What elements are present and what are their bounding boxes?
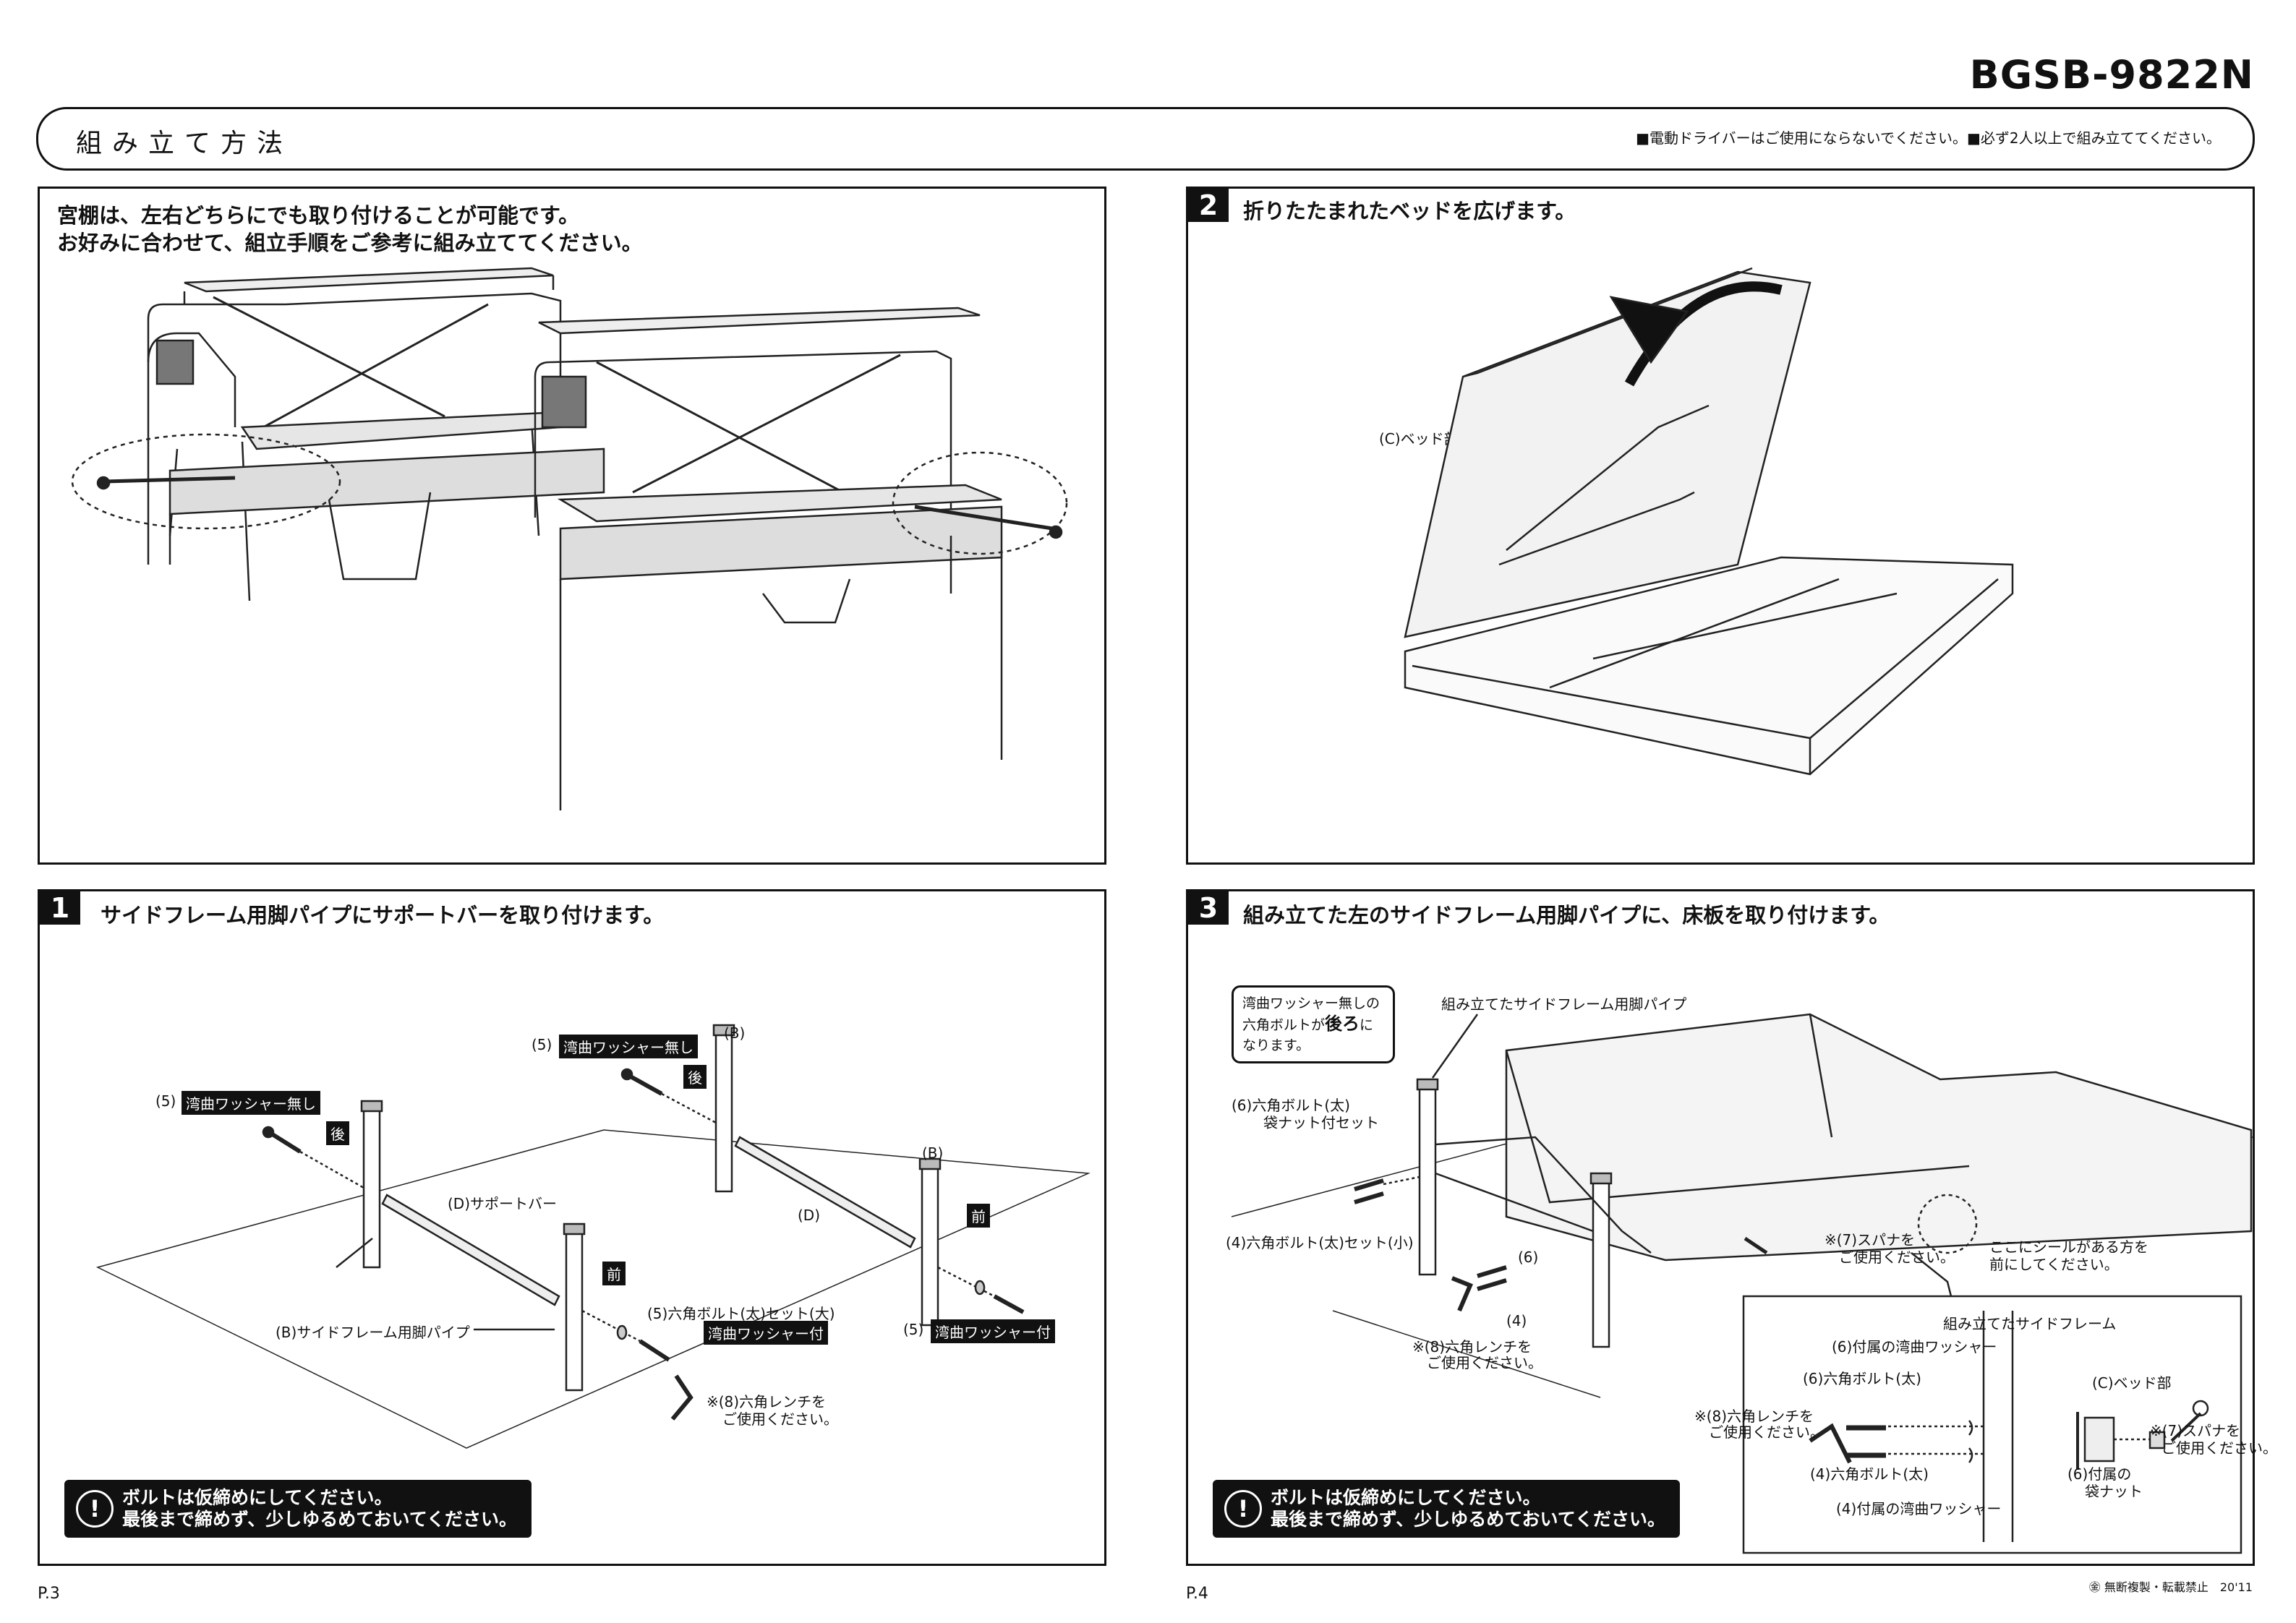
shelf-bed-illustration: [40, 189, 1104, 862]
model-number: BGSB-9822N: [1969, 52, 2254, 98]
exclamation-icon: !: [1224, 1490, 1262, 1528]
s3-detail-wrench2: ご使用ください。: [1709, 1423, 1825, 1441]
title-bar: 組み立て方法 ■電動ドライバーはご使用にならないでください。■必ず2人以上で組み…: [36, 107, 2255, 171]
s1-washer-with-prefix: (5): [903, 1321, 924, 1338]
s3-detail-bed: (C)ベッド部: [2092, 1374, 2172, 1392]
step1-title: サイドフレーム用脚パイプにサポートバーを取り付けます。: [101, 903, 665, 928]
s1-warning-line2: 最後まで締めず、少しゆるめておいてください。: [122, 1509, 518, 1530]
step1-number: 1: [40, 891, 80, 925]
page-number-right: P.4: [1186, 1585, 1208, 1603]
copyright: ㊎ 無断複製・転載禁止 20'11: [2088, 1580, 2253, 1594]
s3-detail-nut2: 袋ナット: [2085, 1483, 2143, 1500]
step2-title: 折りたたまれたベッドを広げます。: [1243, 199, 1576, 223]
s3-detail-spanner2: ご使用ください。: [2161, 1439, 2277, 1457]
intro-line2: お好みに合わせて、組立手順をご参考に組み立ててください。: [57, 231, 643, 255]
step3-number: 3: [1188, 891, 1229, 925]
s3-warning-line2: 最後まで締めず、少しゆるめておいてください。: [1271, 1509, 1666, 1530]
step1-panel: 1 サイドフレーム用脚パイプにサポートバーを取り付けます。: [38, 889, 1106, 1566]
s1-back-tag-left: 後: [326, 1121, 349, 1145]
intro-line1: 宮棚は、左右どちらにでも取り付けることが可能です。: [57, 203, 580, 228]
s3-wrench-note: ※(8)六角レンチを: [1412, 1338, 1532, 1356]
s3-detail-bolt4: (4)六角ボルト(太): [1810, 1465, 1929, 1483]
s3-spanner-note2: ご使用ください。: [1839, 1249, 1955, 1266]
s1-wrench-note2: ご使用ください。: [722, 1410, 838, 1428]
s3-assembled-leg-label: 組み立てたサイドフレーム用脚パイプ: [1441, 995, 1687, 1013]
s3-six-label: (6): [1518, 1249, 1539, 1266]
s3-bolt-set-nut2: 袋ナット付セット: [1263, 1114, 1379, 1131]
s3-warning-line1: ボルトは仮締めにしてください。: [1271, 1487, 1541, 1508]
step3-title: 組み立てた左のサイドフレーム用脚パイプに、床板を取り付けます。: [1243, 903, 1890, 928]
s1-d-label: (D): [798, 1207, 821, 1224]
s3-callout: 湾曲ワッシャー無しの 六角ボルトが後ろに なります。: [1232, 985, 1395, 1063]
s3-seal-note2: 前にしてください。: [1989, 1256, 2119, 1273]
s1-back-washer-tag: 湾曲ワッシャー無し: [182, 1091, 320, 1115]
s1-back-washer-tag2: 湾曲ワッシャー無し: [559, 1035, 698, 1058]
intro-panel: 宮棚は、左右どちらにでも取り付けることが可能です。 お好みに合わせて、組立手順を…: [38, 187, 1106, 865]
step3-panel: 3 組み立てた左のサイドフレーム用脚パイプに、床板を取り付けます。: [1186, 889, 2277, 1566]
header-warning: ■電動ドライバーはご使用にならないでください。■必ず2人以上で組み立ててください…: [1636, 129, 2221, 147]
s1-warning-line1: ボルトは仮締めにしてください。: [122, 1487, 393, 1508]
s3-detail-nut: (6)付属の: [2067, 1465, 2132, 1483]
s1-support-bar-label: (D)サポートバー: [448, 1195, 558, 1212]
exclamation-icon: !: [76, 1490, 114, 1528]
s3-callout-line2: 六角ボルトが後ろに: [1242, 1014, 1374, 1034]
step2-number: 2: [1188, 189, 1229, 222]
step3-illustration: [1188, 891, 2253, 1564]
s1-back-tag-center: 後: [683, 1065, 707, 1089]
s1-back-washer-prefix: (5): [155, 1092, 176, 1110]
s1-b-right: (B): [922, 1144, 944, 1162]
s1-back-washer-prefix2: (5): [532, 1036, 552, 1053]
bed-left-drawing: [72, 268, 604, 601]
page-number-left: P.3: [38, 1585, 60, 1603]
unfolding-bed-illustration: [1188, 189, 2253, 862]
s1-warning-box: ! ボルトは仮締めにしてください。 最後まで締めず、少しゆるめておいてください。: [64, 1480, 532, 1538]
s1-washer-with-tag: 湾曲ワッシャー付: [704, 1321, 828, 1345]
s1-leg-pipe-label: (B)サイドフレーム用脚パイプ: [276, 1324, 470, 1341]
bed-part-label: (C)ベッド部: [1379, 430, 1459, 447]
s3-four-label: (4): [1506, 1312, 1527, 1329]
s1-front-tag-right: 前: [967, 1204, 990, 1228]
s3-seal-note: ここにシールがある方を: [1989, 1238, 2148, 1256]
s1-wrench-note: ※(8)六角レンチを: [707, 1393, 827, 1410]
s3-bolt-set-nut: (6)六角ボルト(太): [1232, 1097, 1350, 1114]
s3-spanner-note: ※(7)スパナを: [1825, 1231, 1916, 1249]
s3-bolt-set-small: (4)六角ボルト(太)セット(小): [1226, 1234, 1414, 1251]
step2-panel: 2 折りたたまれたベッドを広げます。 (C)ベッド部: [1186, 187, 2255, 865]
page-title: 組み立て方法: [76, 129, 294, 158]
s3-detail-spanner: ※(7)スパナを: [2150, 1422, 2241, 1439]
s3-detail-washer4: (4)付属の湾曲ワッシャー: [1836, 1500, 2002, 1517]
step1-illustration: [40, 891, 1104, 1564]
s3-detail-bolt6: (6)六角ボルト(太): [1803, 1370, 1921, 1387]
s1-b-top: (B): [724, 1024, 746, 1042]
s3-detail-wrench: ※(8)六角レンチを: [1694, 1408, 1814, 1425]
s1-washer-with-tag2: 湾曲ワッシャー付: [931, 1319, 1055, 1343]
s3-wrench-note2: ご使用ください。: [1427, 1354, 1542, 1371]
s3-callout-line3: なります。: [1242, 1037, 1310, 1053]
s3-detail-title: 組み立てたサイドフレーム: [1943, 1315, 2117, 1332]
bed-right-drawing: [535, 308, 1067, 810]
s3-callout-line1: 湾曲ワッシャー無しの: [1242, 995, 1380, 1011]
s3-warning-box: ! ボルトは仮締めにしてください。 最後まで締めず、少しゆるめておいてください。: [1213, 1480, 1681, 1538]
s1-bolt-set-label: (5)六角ボルト(太)セット(大): [647, 1305, 835, 1322]
s3-detail-washer6: (6)付属の湾曲ワッシャー: [1832, 1338, 1997, 1356]
s1-front-tag-center: 前: [602, 1262, 626, 1285]
